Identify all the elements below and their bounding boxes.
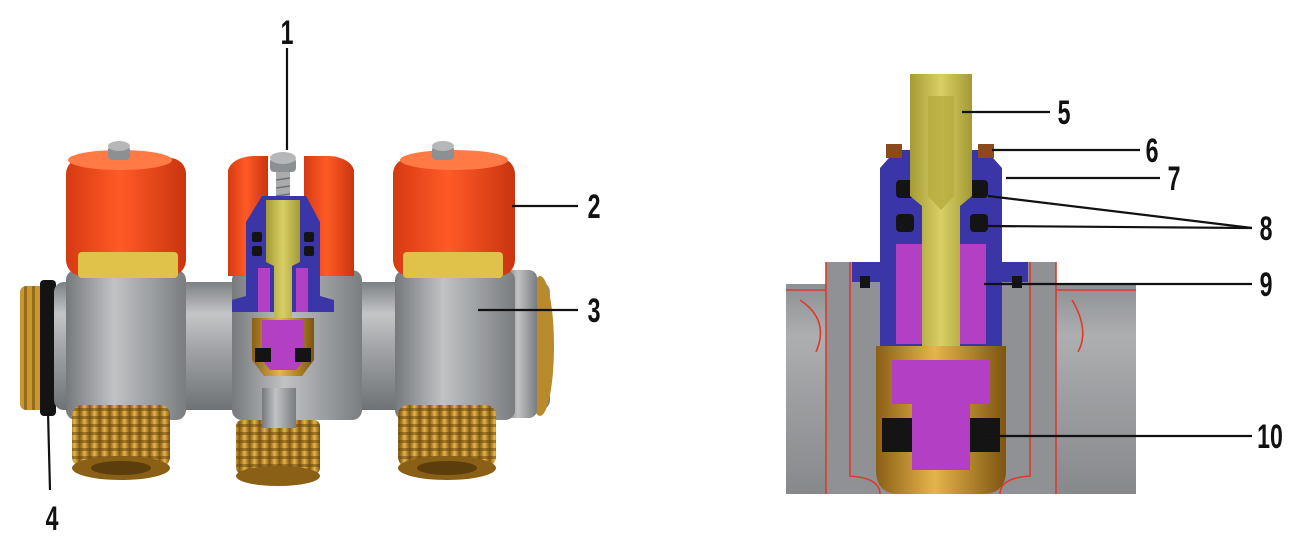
detail-stem bbox=[910, 74, 972, 352]
callout-6: 6 bbox=[1146, 133, 1159, 170]
valve-body-left bbox=[66, 270, 186, 420]
callout-10: 10 bbox=[1257, 419, 1283, 456]
callout-2: 2 bbox=[588, 189, 601, 226]
callout-3: 3 bbox=[588, 293, 601, 330]
center-cutaway-valve bbox=[228, 152, 354, 376]
o-ring-seal bbox=[40, 280, 56, 416]
left-threaded-end bbox=[20, 280, 56, 416]
callout-4: 4 bbox=[46, 501, 59, 538]
manifold-assembly bbox=[20, 141, 554, 486]
detail-cross-section bbox=[786, 74, 1136, 495]
callout-9: 9 bbox=[1260, 267, 1273, 304]
callout-1: 1 bbox=[281, 15, 294, 52]
callout-numbers: 1 2 3 4 5 6 7 8 9 10 bbox=[46, 15, 1283, 538]
leader-lines bbox=[46, 48, 1253, 491]
outlet-nipple-center bbox=[236, 388, 320, 486]
callout-7: 7 bbox=[1168, 161, 1181, 198]
callout-8: 8 bbox=[1260, 211, 1273, 248]
valve-body-right bbox=[395, 270, 515, 420]
outlet-nipple-right bbox=[398, 405, 496, 480]
callout-5: 5 bbox=[1058, 95, 1071, 132]
red-cap-left bbox=[66, 141, 186, 278]
outlet-nipple-left bbox=[72, 405, 170, 480]
red-cap-right bbox=[393, 141, 515, 278]
